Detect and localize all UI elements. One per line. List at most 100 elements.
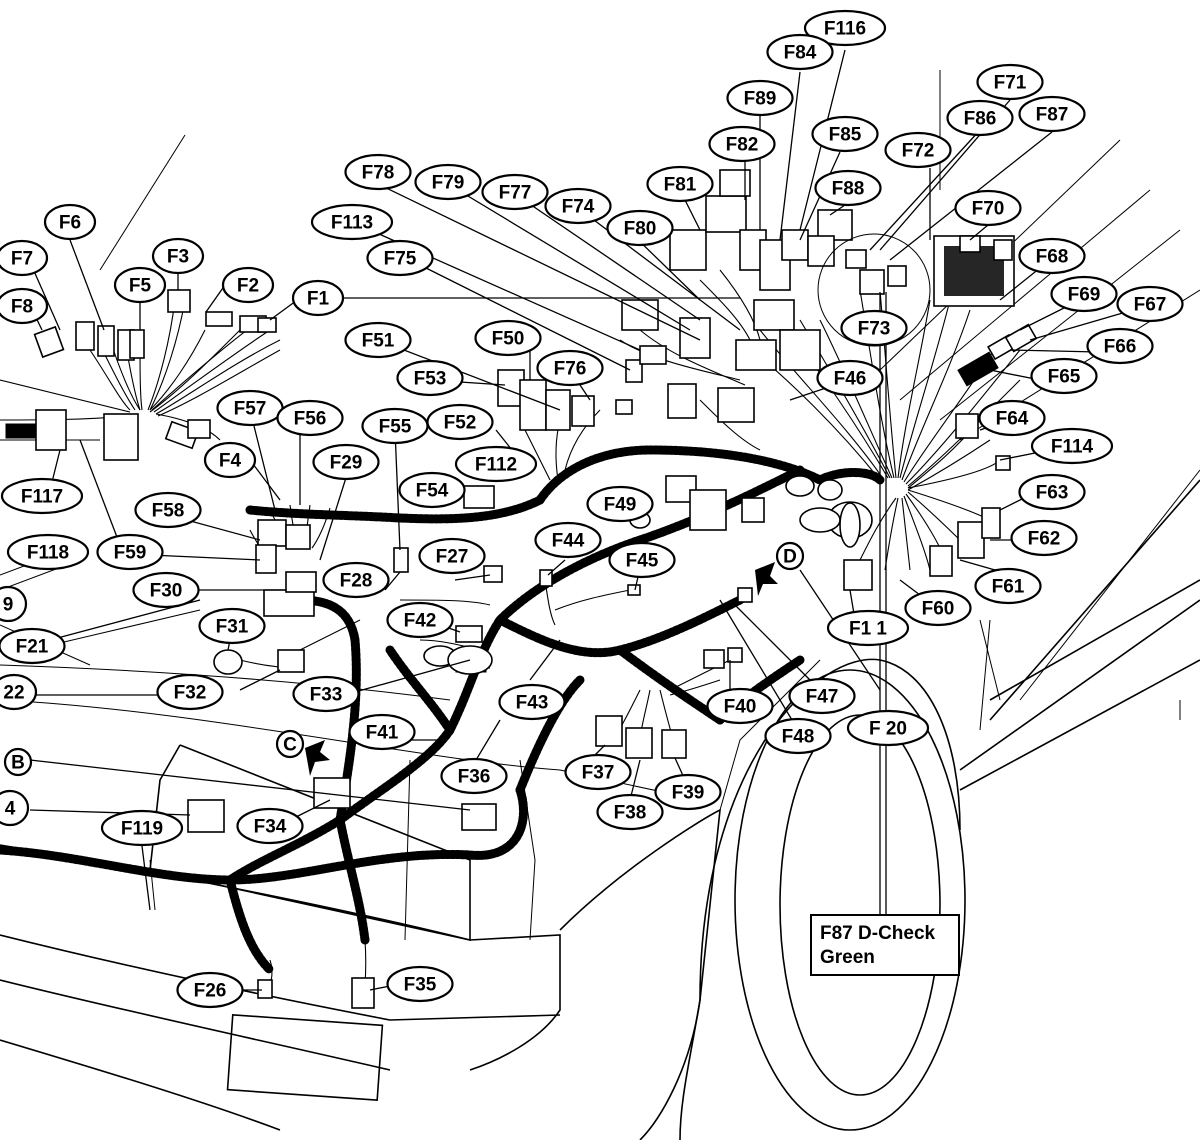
label-text: F36 [458, 767, 491, 788]
label-oval [344, 153, 412, 191]
label-f42: F42 [386, 601, 454, 639]
label-oval [134, 491, 202, 529]
label-text: F52 [444, 413, 477, 434]
label-f26: F26 [176, 971, 244, 1009]
label-oval [1018, 473, 1086, 511]
label-text: F48 [782, 727, 815, 748]
label-text: F63 [1036, 483, 1069, 504]
label-oval [544, 187, 612, 225]
label-text: F66 [1104, 337, 1137, 358]
label-b: B [3, 747, 33, 777]
label-oval [766, 33, 834, 71]
label-f85: F85 [811, 115, 879, 153]
label-text: F72 [902, 141, 935, 162]
callout-line-2: Green [820, 947, 875, 968]
label-text: F27 [436, 547, 469, 568]
label-text: F74 [562, 197, 595, 218]
label-text: F67 [1134, 295, 1167, 316]
label-oval [976, 63, 1044, 101]
label-oval [0, 477, 84, 515]
label-text: D [783, 547, 797, 568]
label-text: F29 [330, 453, 363, 474]
label-text: F49 [604, 495, 637, 516]
label-text: F79 [432, 173, 465, 194]
label-f66: F66 [1086, 327, 1154, 365]
label-text: F2 [237, 276, 259, 297]
label-text: F4 [219, 451, 242, 472]
label-oval [816, 359, 884, 397]
label-oval [0, 789, 30, 827]
label-text: F35 [404, 975, 437, 996]
label-oval [1018, 95, 1086, 133]
label-oval [0, 239, 49, 277]
label-oval [826, 609, 910, 647]
label-text: F41 [366, 723, 399, 744]
label-oval [132, 571, 200, 609]
label-f31: F31 [198, 607, 266, 645]
label-d: D [775, 541, 805, 571]
label-oval [534, 521, 602, 559]
label-text: F116 [824, 19, 866, 40]
label-text: F113 [331, 213, 373, 234]
label-text: F30 [150, 581, 183, 602]
label-text: F44 [552, 531, 585, 552]
label-oval [176, 971, 244, 1009]
label-text: F42 [404, 611, 437, 632]
label-f36: F36 [440, 757, 508, 795]
label-oval [1050, 275, 1118, 313]
label-text: F8 [11, 297, 33, 318]
label-oval [608, 541, 676, 579]
label-text: F76 [554, 359, 587, 380]
label-oval [803, 9, 887, 47]
label-f44: F44 [534, 521, 602, 559]
label-text: F33 [310, 685, 343, 706]
label-f68: F68 [1018, 237, 1086, 275]
label-text: F81 [664, 175, 697, 196]
label-text: F65 [1048, 367, 1081, 388]
label-f40: F40 [706, 687, 774, 725]
label-oval [884, 131, 952, 169]
label-f37: F37 [564, 753, 632, 791]
label-f30: F30 [132, 571, 200, 609]
label-text: F53 [414, 369, 447, 390]
label-oval [386, 965, 454, 1003]
arrow-icon [305, 740, 330, 776]
label-oval [811, 115, 879, 153]
label-oval [586, 485, 654, 523]
label-oval [1030, 427, 1114, 465]
label-oval [312, 443, 380, 481]
label-oval [151, 237, 205, 275]
label-text: F39 [672, 783, 705, 804]
label-f6: F6 [43, 203, 97, 241]
label-text: 22 [3, 683, 24, 704]
label-oval [0, 585, 28, 623]
label-oval [775, 541, 805, 571]
label-text: F37 [582, 763, 615, 784]
label-f81: F81 [646, 165, 714, 203]
label-oval [344, 321, 412, 359]
label-oval [596, 793, 664, 831]
label-f60: F60 [904, 589, 972, 627]
label-text: F75 [384, 249, 417, 270]
label-f64: F64 [978, 399, 1046, 437]
label-text: F1 1 [849, 619, 887, 640]
label-f55: F55 [361, 407, 429, 445]
label-oval [3, 747, 33, 777]
label-f4: F4 [203, 441, 257, 479]
label-oval [564, 753, 632, 791]
label-text: F32 [174, 683, 207, 704]
label-f111: F1 1 [826, 609, 910, 647]
label-oval [606, 209, 674, 247]
label-f86: F86 [946, 99, 1014, 137]
label-oval [454, 445, 538, 483]
label-text: F71 [994, 73, 1027, 94]
label-oval [418, 537, 486, 575]
label-f57: F57 [216, 389, 284, 427]
label-text: C [283, 735, 297, 756]
label-text: F38 [614, 803, 647, 824]
label-f72: F72 [884, 131, 952, 169]
label-f78: F78 [344, 153, 412, 191]
label-oval [1116, 285, 1184, 323]
label-oval [6, 533, 90, 571]
